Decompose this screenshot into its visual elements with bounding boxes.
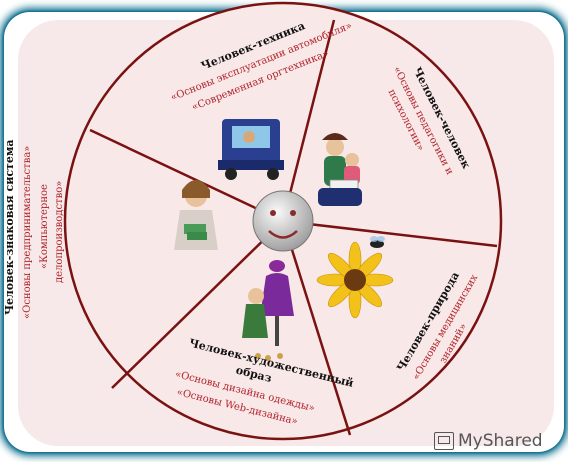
watermark: MyShared — [434, 431, 543, 451]
spoke-bottom — [281, 220, 352, 436]
sector-sign-system: Человек-знаковая система «Основы предпри… — [3, 139, 65, 319]
mother-child-icon — [318, 133, 362, 206]
bee-icon — [370, 236, 385, 248]
watermark-text: MyShared — [458, 431, 543, 451]
wheel-spokes — [89, 19, 498, 436]
spoke-right — [282, 219, 498, 248]
mannequin-icon — [242, 260, 294, 361]
businesswoman-icon — [174, 180, 218, 250]
smiley-icon — [252, 190, 314, 252]
truck-icon — [218, 119, 284, 180]
spoke-top — [281, 19, 336, 222]
spoke-left-upper — [89, 128, 284, 223]
presentation-icon — [434, 432, 454, 450]
sector-sign-system-course-2: «Компьютерное — [39, 184, 50, 269]
sector-sign-system-title: Человек-знаковая система — [3, 139, 16, 315]
sector-sign-system-course-1: «Основы предпринимательства» — [22, 146, 33, 319]
sector-sign-system-course-3: делопроизводство» — [54, 181, 65, 283]
spoke-left-lower — [111, 220, 284, 389]
flower-icon — [316, 241, 394, 319]
